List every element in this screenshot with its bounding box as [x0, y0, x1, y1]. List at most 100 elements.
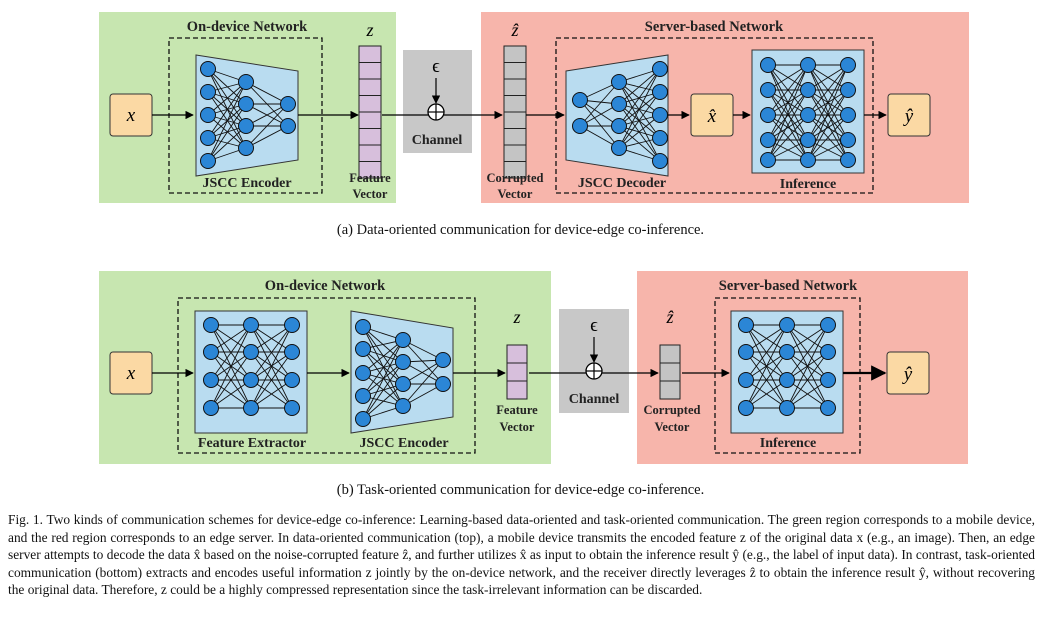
bottom-z-label: z: [512, 307, 520, 327]
nn-connection: [807, 89, 849, 141]
top-inference-network: [760, 57, 856, 168]
neuron-icon: [435, 352, 451, 368]
bottom-epsilon-label: ϵ: [590, 315, 598, 336]
neuron-icon: [760, 107, 776, 123]
nn-connection: [786, 324, 829, 409]
vector-cell: [659, 362, 681, 382]
top-diagram: On-device Network Server-based Network x…: [99, 12, 969, 203]
nn-connection: [618, 68, 661, 149]
nn-connection: [362, 339, 404, 374]
nn-connection: [362, 372, 404, 407]
neuron-icon: [284, 400, 300, 416]
nn-connection: [745, 324, 788, 381]
vector-cell: [503, 95, 527, 113]
nn-connection: [745, 324, 788, 353]
nn-connection: [745, 351, 788, 409]
neuron-icon: [572, 92, 588, 108]
neuron-icon: [738, 372, 754, 388]
bottom-encoder-panel: [350, 310, 454, 434]
bottom-output-label: ŷ: [902, 364, 913, 385]
neuron-icon: [435, 376, 451, 392]
top-output-label: ŷ: [903, 106, 914, 127]
neuron-icon: [840, 82, 856, 98]
neuron-icon: [800, 152, 816, 168]
nn-connection: [618, 125, 661, 162]
neuron-icon: [779, 317, 795, 333]
vector-cell: [358, 128, 382, 146]
nn-connection: [618, 103, 661, 139]
neuron-icon: [760, 82, 776, 98]
neuron-icon: [284, 344, 300, 360]
neuron-icon: [284, 372, 300, 388]
neuron-icon: [840, 132, 856, 148]
nn-connection: [245, 103, 289, 149]
neuron-icon: [395, 332, 411, 348]
neuron-icon: [238, 96, 254, 112]
top-encoder-network: [200, 61, 296, 169]
nn-connection: [250, 379, 293, 409]
nn-connection: [618, 68, 661, 105]
neuron-icon: [200, 107, 216, 123]
vector-cell: [358, 62, 382, 80]
neuron-icon: [611, 140, 627, 156]
neuron-icon: [238, 74, 254, 90]
nn-connection: [745, 379, 788, 409]
vector-cell: [659, 344, 681, 364]
nn-connection: [786, 324, 829, 353]
nn-connection: [250, 324, 293, 409]
vector-cell: [506, 344, 528, 364]
neuron-icon: [611, 118, 627, 134]
nn-connection: [362, 339, 404, 420]
nn-connection: [210, 379, 252, 409]
neuron-icon: [200, 61, 216, 77]
vector-cell: [503, 144, 527, 162]
nn-connection: [250, 324, 293, 381]
neuron-icon: [203, 317, 219, 333]
neuron-icon: [652, 84, 668, 100]
neuron-icon: [820, 317, 836, 333]
top-encoder-label: JSCC Encoder: [202, 176, 291, 191]
vector-cell: [358, 111, 382, 129]
nn-connection: [767, 114, 809, 161]
neuron-icon: [203, 372, 219, 388]
nn-connection: [618, 68, 661, 127]
nn-connection: [786, 351, 829, 409]
vector-cell: [503, 45, 527, 63]
neuron-icon: [355, 388, 371, 404]
neuron-icon: [243, 372, 259, 388]
nn-connection: [362, 361, 404, 420]
neuron-icon: [820, 372, 836, 388]
top-channel-label: Channel: [412, 133, 463, 148]
nn-connection: [618, 81, 661, 139]
nn-connection: [210, 351, 252, 409]
nn-connection: [362, 348, 404, 407]
neuron-icon: [760, 57, 776, 73]
neuron-icon: [611, 96, 627, 112]
nn-connection: [402, 359, 444, 407]
neuron-icon: [611, 74, 627, 90]
nn-connection: [210, 324, 252, 381]
neuron-icon: [760, 132, 776, 148]
top-server-title: Server-based Network: [645, 19, 784, 35]
nn-connection: [207, 125, 247, 162]
top-input-label: x: [126, 105, 136, 126]
neuron-icon: [200, 130, 216, 146]
nn-connection: [207, 68, 247, 127]
neuron-icon: [200, 153, 216, 169]
neuron-icon: [800, 57, 816, 73]
vector-cell: [503, 111, 527, 129]
neuron-icon: [395, 376, 411, 392]
top-z-label: z: [365, 20, 373, 40]
top-xhat-label: x̂: [707, 106, 717, 127]
bottom-device-region: [99, 271, 551, 464]
nn-connection: [767, 64, 809, 141]
neuron-icon: [572, 118, 588, 134]
bottom-corrupted-vector: [659, 344, 681, 400]
neuron-icon: [800, 82, 816, 98]
vector-cell: [358, 78, 382, 96]
bottom-server-title: Server-based Network: [719, 278, 858, 294]
neuron-icon: [840, 152, 856, 168]
top-corrupted-vector: [503, 45, 527, 179]
vector-cell: [358, 144, 382, 162]
bottom-channel-label: Channel: [569, 392, 620, 407]
